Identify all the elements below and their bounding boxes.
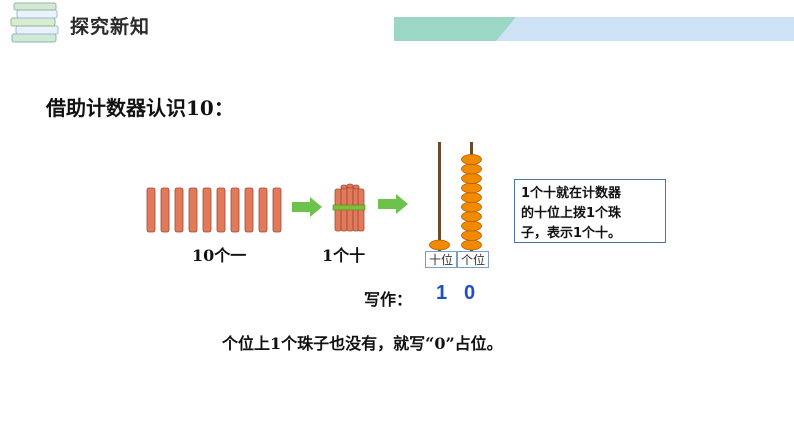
abacus-bead-ones bbox=[461, 192, 482, 203]
header-decor-bars bbox=[394, 17, 794, 41]
abacus-bead-ones bbox=[461, 182, 482, 194]
ten-sticks bbox=[146, 187, 282, 233]
abacus-bead-ones bbox=[461, 230, 482, 241]
explanation-box: 1个十就在计数器 的十位上拨1个珠 子，表示1个十。 bbox=[514, 179, 666, 243]
tens-digit: 1 bbox=[436, 282, 448, 304]
abacus-bead-ones bbox=[461, 220, 482, 232]
abacus-bead-ones bbox=[461, 163, 482, 175]
abacus-bead-ones bbox=[461, 154, 482, 165]
abacus bbox=[429, 142, 482, 252]
books-icon bbox=[10, 2, 59, 43]
note-line-2: 的十位上拨1个珠 bbox=[521, 206, 622, 221]
note-line-1: 1个十就在计数器 bbox=[521, 186, 622, 201]
place-label-tens: 十位 bbox=[425, 251, 457, 268]
arrow-right-icon bbox=[378, 194, 408, 214]
header-title: 探究新知 bbox=[70, 16, 151, 38]
abacus-bead-ones bbox=[461, 201, 482, 213]
arrow-right-icon bbox=[292, 197, 322, 217]
section-heading: 借助计数器认识10： bbox=[46, 96, 234, 120]
stick-bundle bbox=[332, 183, 366, 232]
ones-digit: 0 bbox=[464, 282, 476, 304]
conclusion-text: 个位上1个珠子也没有，就写“0”占位。 bbox=[222, 334, 503, 353]
abacus-bead-ones bbox=[461, 211, 482, 222]
header: 探究新知 bbox=[0, 0, 794, 50]
write-label: 写作： bbox=[364, 290, 413, 309]
abacus-bead-ones bbox=[461, 173, 482, 184]
abacus-bead-tens bbox=[429, 239, 450, 251]
abacus-rod-tens bbox=[438, 142, 441, 252]
abacus-bead-ones bbox=[461, 239, 482, 251]
note-line-3: 子，表示1个十。 bbox=[521, 226, 622, 241]
sticks-label: 10个一 bbox=[192, 246, 247, 265]
place-label-ones: 个位 bbox=[457, 251, 489, 268]
bundle-label: 1个十 bbox=[322, 246, 366, 265]
